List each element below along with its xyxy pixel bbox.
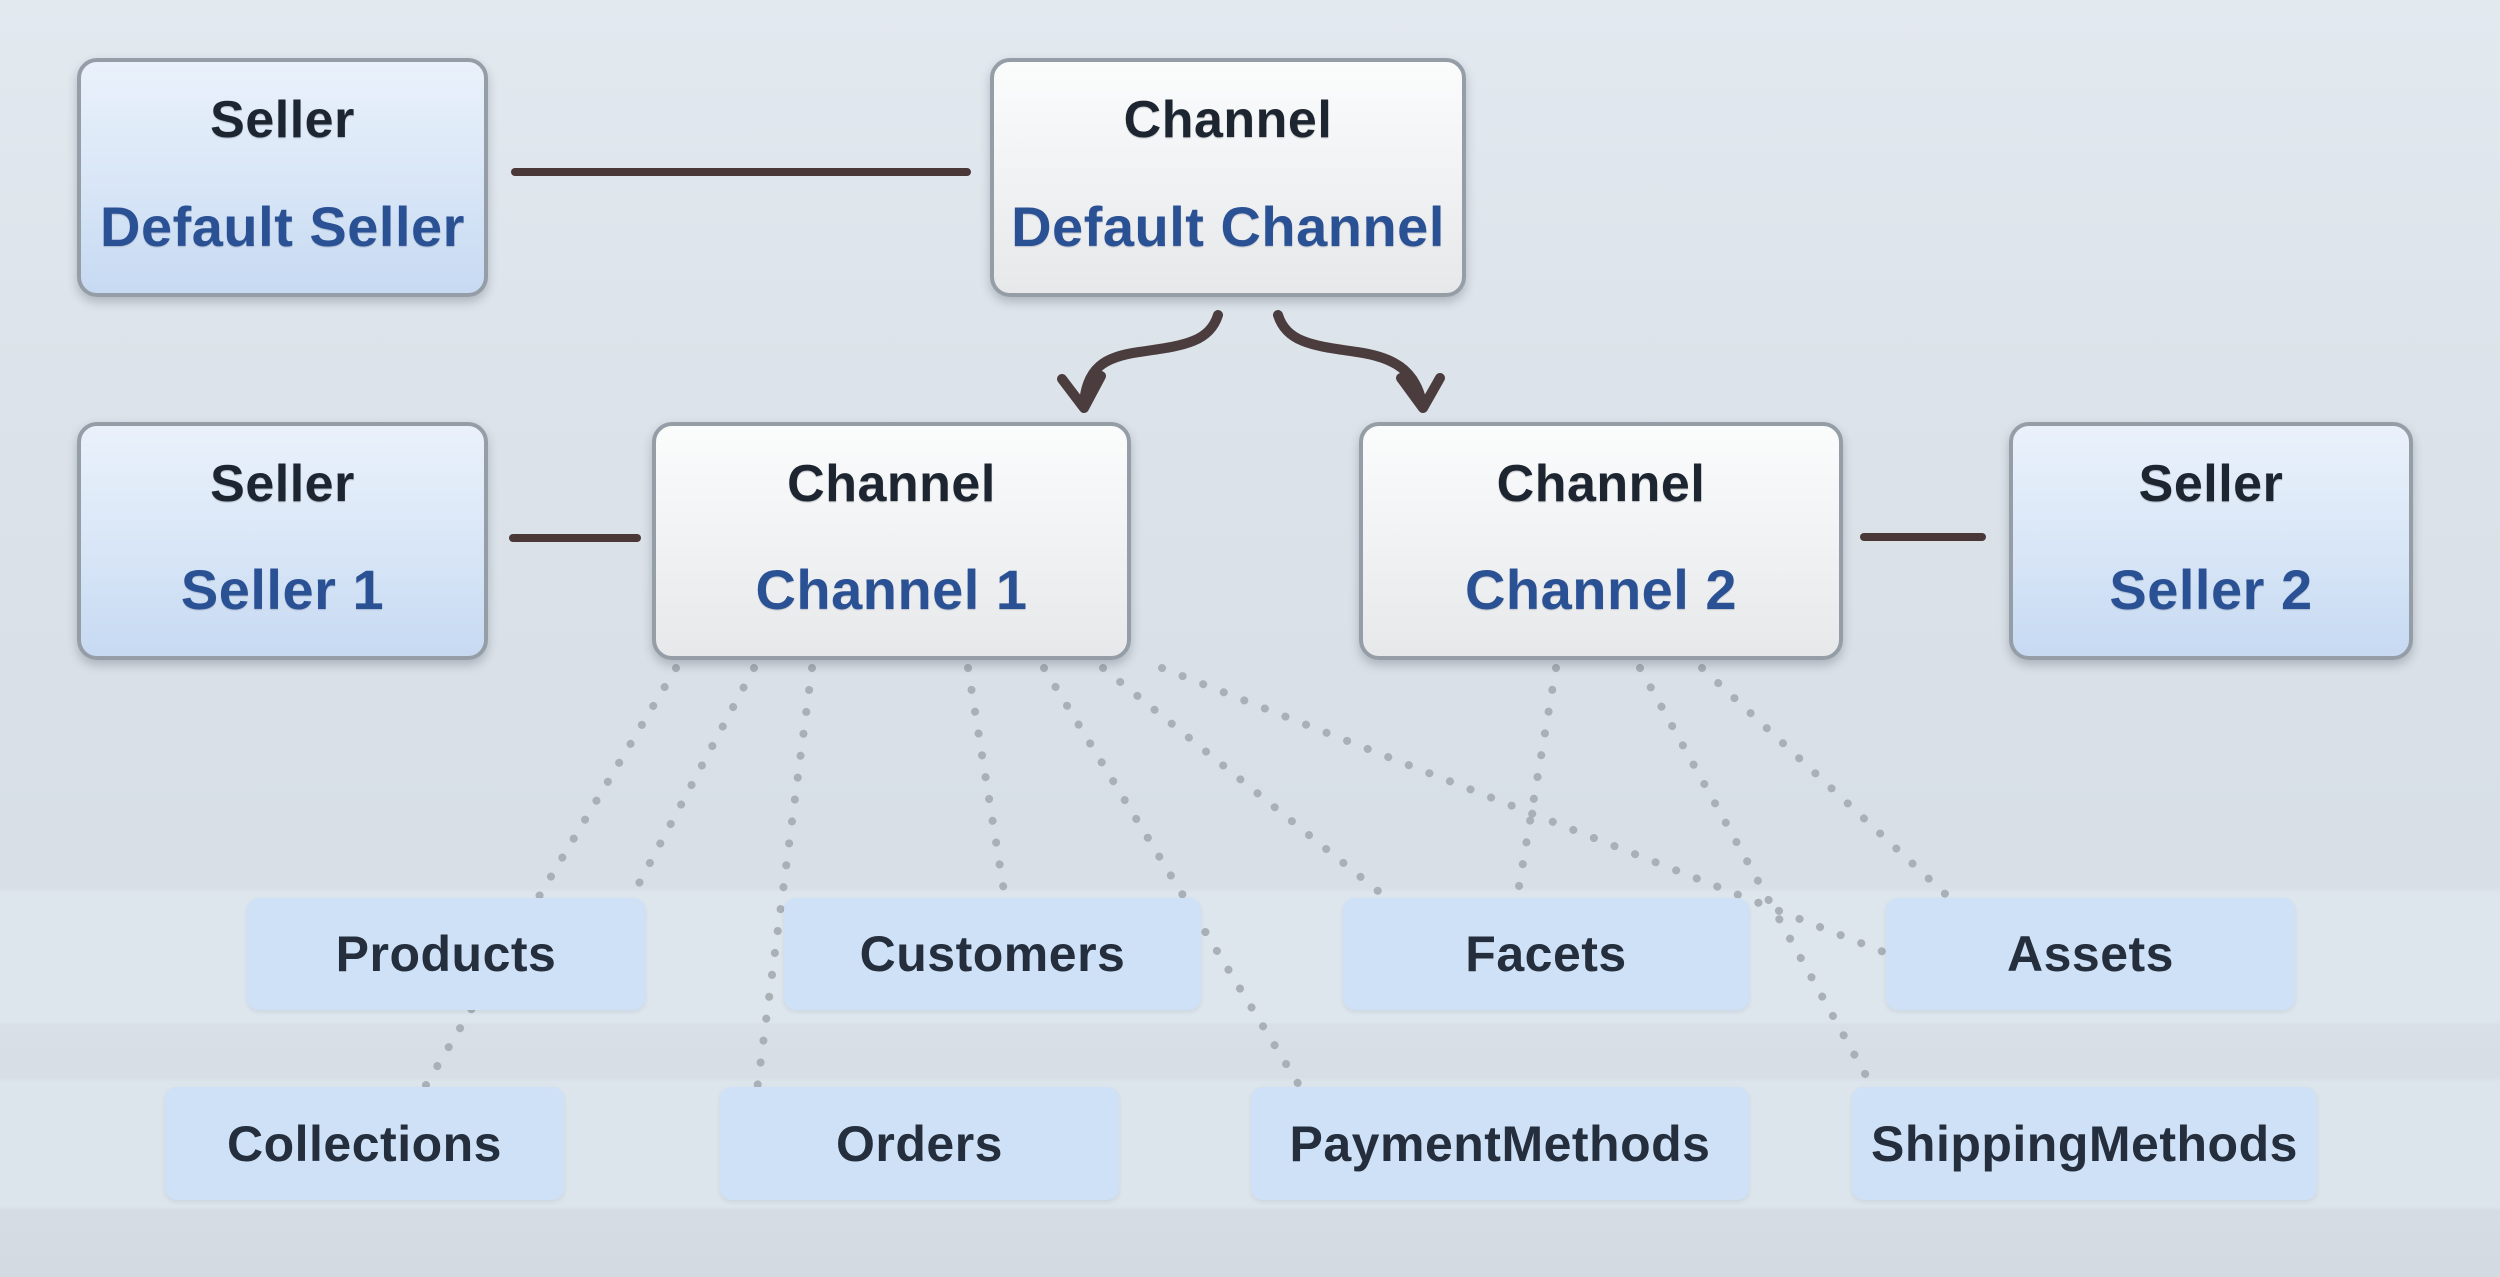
node-name-label: Seller 2 — [2109, 557, 2313, 621]
dotted-channel2-assets — [1698, 664, 1960, 908]
node-type-label: Channel — [1123, 90, 1333, 149]
dotted-channel1-products — [624, 664, 758, 908]
dotted-channel2-facets — [1512, 664, 1560, 908]
node-seller-1: Seller Seller 1 — [77, 422, 488, 660]
entity-orders: Orders — [720, 1087, 1119, 1200]
entity-shippingmethods: ShippingMethods — [1852, 1087, 2317, 1200]
entity-paymentmethods: PaymentMethods — [1251, 1087, 1749, 1200]
node-name-label: Seller 1 — [180, 557, 385, 621]
entity-facets: Facets — [1343, 898, 1749, 1010]
dotted-channel2-shippingmethods — [1636, 664, 1878, 1094]
arrow-default-channel-to-channel2 — [1273, 310, 1445, 413]
node-default-seller: Seller Default Seller — [77, 58, 488, 297]
arrow-default-channel-to-channel1 — [1057, 310, 1223, 413]
node-name-label: Channel 1 — [755, 557, 1028, 621]
node-type-label: Seller — [2138, 454, 2284, 513]
arrowhead-icon — [1396, 373, 1445, 413]
node-type-label: Channel — [787, 454, 996, 513]
dotted-channel1-customers — [964, 664, 1010, 908]
entity-assets: Assets — [1886, 898, 2295, 1010]
node-type-label: Seller — [210, 90, 355, 149]
node-type-label: Seller — [210, 454, 355, 513]
dotted-channel1-collections — [419, 664, 680, 1094]
node-name-label: Channel 2 — [1464, 557, 1738, 621]
node-default-channel: Channel Default Channel — [990, 58, 1466, 297]
dotted-channel1-assets — [1158, 664, 1979, 992]
entity-products: Products — [247, 898, 645, 1010]
dotted-channel1-facets — [1099, 664, 1398, 908]
dotted-channel1-orders — [753, 664, 816, 1094]
dotted-channel1-paymentmethods — [1040, 664, 1306, 1094]
arrowhead-icon — [1057, 371, 1106, 413]
entity-customers: Customers — [784, 898, 1201, 1010]
node-channel-1: Channel Channel 1 — [652, 422, 1131, 660]
node-seller-2: Seller Seller 2 — [2009, 422, 2413, 660]
node-name-label: Default Seller — [100, 194, 465, 258]
node-type-label: Channel — [1496, 454, 1706, 513]
entity-collections: Collections — [165, 1087, 564, 1200]
node-channel-2: Channel Channel 2 — [1359, 422, 1843, 660]
node-name-label: Default Channel — [1011, 194, 1445, 258]
